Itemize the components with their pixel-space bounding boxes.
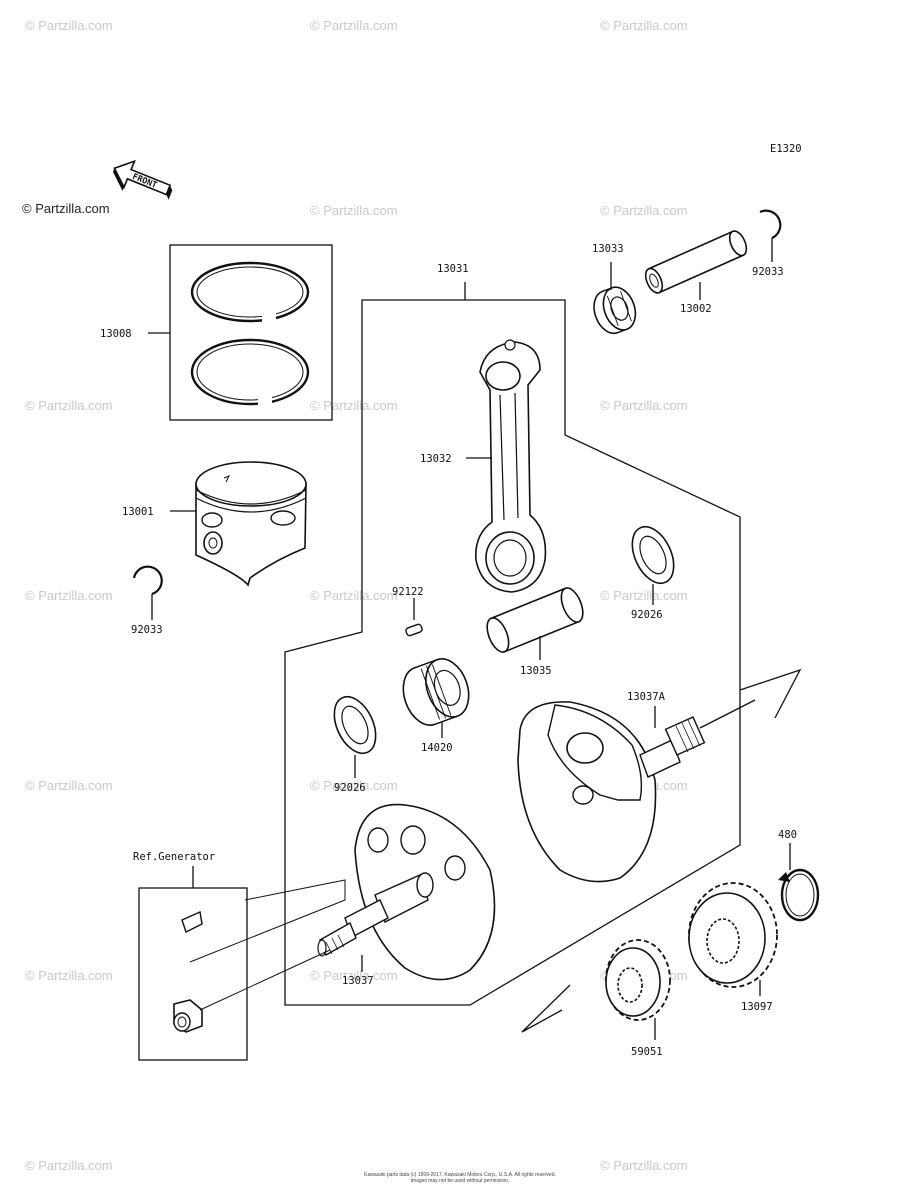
piston-rings-box — [169, 244, 333, 421]
part-labels: 13008 13001 92033 13031 13033 13002 9203… — [100, 243, 797, 1058]
thrust-washer-icon — [631, 525, 675, 585]
woodruff-key-icon — [181, 910, 203, 933]
watermark: © Partzilla.com — [310, 588, 398, 603]
watermark: © Partzilla.com — [25, 18, 113, 33]
thrust-washer-icon — [333, 695, 377, 755]
crankshaft-half-right-icon — [517, 699, 756, 883]
piston-icon — [195, 461, 307, 587]
part-label-13031[interactable]: 13031 — [437, 263, 469, 275]
watermark: © Partzilla.com — [600, 588, 688, 603]
watermarks: © Partzilla.com © Partzilla.com © Partzi… — [22, 18, 688, 1173]
part-label-13097[interactable]: 13097 — [741, 1001, 773, 1013]
watermark: © Partzilla.com — [25, 398, 113, 413]
snap-ring-icon — [778, 868, 820, 922]
copyright-notice: Kawasaki parts data (c) 1999-2017. Kawas… — [300, 1172, 620, 1184]
part-label-13001[interactable]: 13001 — [122, 506, 154, 518]
watermark: © Partzilla.com — [310, 968, 398, 983]
part-label-59051[interactable]: 59051 — [631, 1046, 663, 1058]
part-label-92033[interactable]: 92033 — [131, 624, 163, 636]
watermark: © Partzilla.com — [600, 18, 688, 33]
watermark: © Partzilla.com — [600, 398, 688, 413]
part-label-92122[interactable]: 92122 — [392, 586, 424, 598]
part-label-13035[interactable]: 13035 — [520, 665, 552, 677]
piston-pin-icon — [644, 230, 748, 294]
dowel-pin-icon — [405, 623, 423, 637]
part-label-14020[interactable]: 14020 — [421, 742, 453, 754]
needle-bearing-icon — [402, 658, 470, 726]
copyright-line: Images may not be used without permissio… — [410, 1178, 510, 1184]
watermark: © Partzilla.com — [310, 778, 398, 793]
watermark: © Partzilla.com — [25, 778, 113, 793]
needle-bearing-icon — [593, 286, 637, 335]
gear-icon — [688, 882, 778, 988]
copyright-line: Kawasaki parts data (c) 1999-2017. Kawas… — [364, 1172, 556, 1178]
ref-generator-box — [138, 887, 248, 1061]
watermark: © Partzilla.com — [25, 588, 113, 603]
piston-ring-icon — [190, 338, 310, 406]
crank-pin-icon — [486, 587, 584, 653]
part-label-92026-right[interactable]: 92026 — [631, 609, 663, 621]
circlip-icon — [132, 565, 163, 596]
partzilla-credit: © Partzilla.com — [22, 201, 110, 216]
watermark: © Partzilla.com — [600, 1158, 688, 1173]
part-label-13008[interactable]: 13008 — [100, 328, 132, 340]
front-arrow-icon: FRONT — [112, 159, 173, 200]
watermark: © Partzilla.com — [25, 1158, 113, 1173]
diagram-code: E1320 — [770, 143, 802, 155]
watermark: © Partzilla.com — [310, 203, 398, 218]
hex-nut-icon — [173, 999, 203, 1033]
gear-icon — [605, 939, 671, 1021]
watermark: © Partzilla.com — [25, 968, 113, 983]
part-label-480[interactable]: 480 — [778, 829, 797, 841]
part-label-13033[interactable]: 13033 — [592, 243, 624, 255]
crankshaft-half-left-icon — [317, 803, 496, 981]
part-label-92033-right[interactable]: 92033 — [752, 266, 784, 278]
part-label-13002[interactable]: 13002 — [680, 303, 712, 315]
part-label-92026-left[interactable]: 92026 — [334, 782, 366, 794]
part-label-13037[interactable]: 13037 — [342, 975, 374, 987]
piston-ring-icon — [190, 261, 310, 323]
watermark: © Partzilla.com — [310, 18, 398, 33]
part-label-13032[interactable]: 13032 — [420, 453, 452, 465]
ref-generator-label[interactable]: Ref.Generator — [133, 851, 215, 863]
assembly-outline — [284, 299, 741, 1006]
part-label-13037A[interactable]: 13037A — [627, 691, 666, 703]
watermark: © Partzilla.com — [310, 398, 398, 413]
watermark: © Partzilla.com — [600, 203, 688, 218]
connecting-rod-icon — [475, 339, 547, 593]
circlip-icon — [759, 209, 782, 239]
